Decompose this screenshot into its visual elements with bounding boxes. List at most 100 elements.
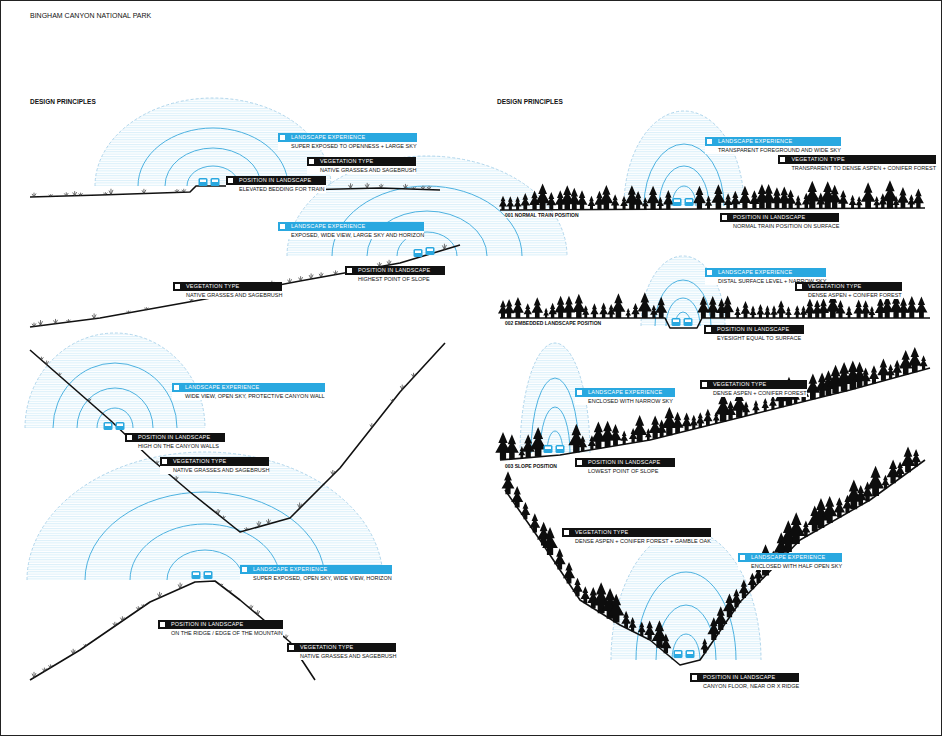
conifer-tree	[542, 527, 558, 555]
tag-heading: VEGETATION TYPE	[300, 643, 353, 652]
conifer-tree	[672, 412, 684, 433]
tag-icon	[720, 213, 729, 222]
tag-heading: LANDSCAPE EXPERIENCE	[751, 553, 825, 562]
tag-text: WIDE VIEW, OPEN SKY, PROTECTIVE CANYON W…	[172, 392, 325, 400]
tag-bar: POSITION IN LANDSCAPE	[226, 176, 326, 185]
conifer-tree	[529, 513, 540, 532]
conifer-tree	[794, 305, 801, 318]
sagebrush-tuft	[32, 193, 36, 197]
conifer-tree	[752, 400, 760, 413]
view-arc	[27, 452, 383, 580]
sky-hatch	[641, 256, 725, 326]
conifer-tree	[877, 359, 889, 381]
conifer-tree	[818, 298, 829, 318]
train-window	[212, 180, 218, 183]
conifer-tree	[711, 184, 725, 209]
info-tag: VEGETATION TYPENATIVE GRASSES AND SAGEBR…	[173, 282, 282, 299]
sagebrush-tuft	[54, 319, 58, 324]
conifer-tree	[846, 306, 853, 318]
sagebrush-tuft	[299, 276, 303, 281]
info-tag: VEGETATION TYPENATIVE GRASSES AND SAGEBR…	[307, 157, 416, 174]
conifer-tree	[762, 398, 769, 411]
sagebrush-tuft	[288, 278, 292, 283]
sagebrush-tuft	[87, 398, 91, 402]
conifer-tree	[495, 432, 511, 460]
sagebrush-tuft	[412, 373, 416, 377]
sagebrush-tuft	[79, 193, 83, 196]
conifer-tree	[869, 306, 876, 318]
sagebrush-tuft	[349, 183, 353, 188]
conifer-tree	[915, 296, 927, 318]
tag-bar: VEGETATION TYPE	[307, 157, 416, 166]
train-car	[544, 445, 553, 453]
experience-tag: LANDSCAPE EXPERIENCESUPER EXPOSED TO OPE…	[278, 133, 417, 150]
sagebrush-tuft	[39, 357, 43, 360]
conifer-tree	[577, 190, 588, 209]
conifer-tree	[897, 187, 909, 208]
tag-bar: VEGETATION TYPE	[778, 155, 936, 164]
train-window	[687, 652, 693, 655]
conifer-tree	[787, 512, 805, 544]
ground-line	[505, 460, 925, 665]
conifer-tree	[873, 196, 880, 208]
sagebrush-tuft	[257, 521, 261, 527]
conifer-tree	[521, 502, 531, 519]
conifer-tree	[644, 621, 655, 640]
tag-text: TRANSPARENT TO DENSE ASPEN + CONIFER FOR…	[778, 164, 936, 172]
tag-text: DENSE ASPEN + CONIFER FOREST	[700, 389, 807, 397]
conifer-tree	[655, 297, 667, 318]
tag-heading: POSITION IN LANDSCAPE	[588, 458, 660, 467]
conifer-tree	[785, 189, 796, 208]
tag-bar: LANDSCAPE EXPERIENCE	[705, 268, 826, 277]
sagebrush-tuft	[216, 509, 220, 514]
conifer-tree	[822, 496, 837, 523]
tag-bar: POSITION IN LANDSCAPE	[720, 213, 839, 222]
ground-line	[30, 245, 460, 327]
sagebrush-tuft	[427, 186, 431, 190]
tag-bar: POSITION IN LANDSCAPE	[158, 620, 283, 629]
conifer-tree	[701, 638, 709, 653]
sagebrush-tuft	[73, 191, 77, 196]
info-tag: VEGETATION TYPEDENSE ASPEN + CONIFER FOR…	[562, 528, 711, 545]
sagebrush-tuft	[49, 194, 53, 196]
conifer-tree	[869, 365, 879, 383]
conifer-tree	[535, 184, 550, 210]
conifer-tree	[721, 295, 734, 318]
conifer-tree	[828, 185, 841, 209]
conifer-tree	[856, 196, 863, 208]
info-tag: VEGETATION TYPENATIVE GRASSES AND SAGEBR…	[160, 457, 269, 474]
conifer-tree	[861, 368, 871, 386]
sagebrush-tuft	[66, 319, 70, 322]
sagebrush-tuft	[39, 320, 43, 326]
tag-text: DENSE ASPEN + CONIFER FOREST	[795, 291, 902, 299]
conifer-tree	[757, 304, 765, 318]
tag-bar: LANDSCAPE EXPERIENCE	[738, 553, 842, 562]
tag-heading: VEGETATION TYPE	[808, 282, 861, 291]
conifer-tree	[730, 191, 740, 209]
ground-line	[500, 208, 925, 210]
conifer-tree	[898, 297, 909, 318]
info-tag: POSITION IN LANDSCAPENORMAL TRAIN POSITI…	[720, 213, 839, 230]
conifer-tree	[568, 188, 580, 210]
conifer-tree	[770, 305, 777, 318]
tag-heading: LANDSCAPE EXPERIENCE	[588, 388, 662, 397]
sagebrush-tuft	[136, 606, 140, 610]
conifer-tree	[764, 305, 771, 318]
conifer-tree	[693, 186, 706, 209]
sagebrush-tuft	[219, 584, 223, 586]
tag-bar: LANDSCAPE EXPERIENCE	[705, 137, 841, 146]
train-car	[685, 198, 694, 206]
view-arc	[167, 550, 243, 580]
conifer-tree	[600, 185, 614, 209]
sagebrush-tuft	[365, 183, 369, 188]
tag-text: HIGHEST POINT OF SLOPE	[345, 275, 445, 283]
conifer-tree	[741, 301, 751, 318]
train-car	[414, 249, 423, 257]
info-tag: POSITION IN LANDSCAPECANYON FLOOR, NEAR …	[690, 673, 799, 690]
conifer-tree	[861, 182, 876, 208]
sagebrush-tuft	[64, 192, 68, 196]
conifer-tree	[600, 421, 615, 447]
conifer-tree	[908, 347, 922, 372]
sagebrush-tuft	[113, 622, 117, 626]
sagebrush-tuft	[221, 516, 225, 519]
